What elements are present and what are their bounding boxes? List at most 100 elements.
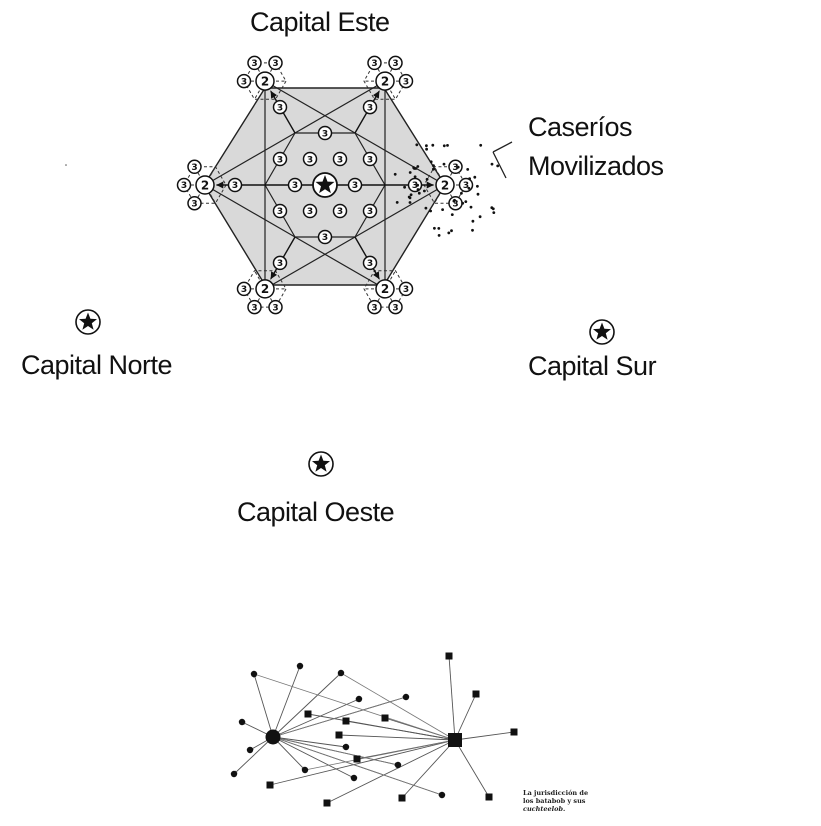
level2-node: 2 [375, 279, 395, 299]
network-square-node [510, 728, 518, 736]
level3-node: 3 [458, 177, 474, 193]
svg-text:3: 3 [241, 285, 247, 295]
network-square-node [342, 717, 350, 725]
network-circle-node [337, 669, 345, 677]
hamlet-dot [433, 226, 436, 230]
hamlet-dot [416, 188, 420, 191]
hamlet-dot [447, 231, 451, 235]
level2-node: 2 [195, 175, 215, 195]
svg-text:3: 3 [352, 181, 358, 191]
hamlet-dot [466, 168, 470, 171]
level3-node: 3 [367, 55, 382, 71]
level3-node: 3 [332, 203, 348, 219]
hamlet-dot [450, 213, 454, 217]
lattice-line [294, 236, 386, 290]
network-circle-node [394, 761, 402, 769]
lattice-line [384, 80, 396, 100]
lattice-line [254, 80, 266, 100]
level3-node: 3 [187, 195, 202, 211]
network-edge [272, 736, 306, 771]
hamlet-dot [408, 196, 412, 200]
network-edge [272, 672, 342, 738]
svg-text:3: 3 [272, 59, 278, 69]
hamlet-dot [471, 219, 475, 223]
hamlet-dot [473, 175, 477, 179]
level3-node: 3 [287, 177, 303, 193]
network-square-node [398, 794, 406, 802]
network-square-node [323, 799, 331, 807]
label-caserios: Caseríos [528, 112, 633, 142]
lattice-line [204, 184, 216, 204]
hamlet-dot [476, 184, 479, 188]
hamlet-dot [492, 211, 496, 215]
svg-text:3: 3 [191, 199, 197, 209]
capital-sur-star-icon [589, 319, 615, 345]
jurisdiction-network-diagram [230, 652, 518, 807]
hamlet-dot [425, 177, 429, 181]
svg-text:3: 3 [452, 163, 458, 173]
level2-node: 2 [255, 279, 275, 299]
svg-text:3: 3 [241, 77, 247, 87]
svg-text:3: 3 [367, 259, 373, 269]
hamlet-dot [471, 228, 474, 232]
level3-node: 3 [362, 99, 378, 115]
hamlet-dot [467, 186, 471, 190]
svg-text:3: 3 [392, 59, 398, 69]
network-square-node [472, 690, 480, 698]
lattice-line [354, 132, 446, 186]
level3-node: 3 [448, 159, 463, 175]
lattice-line [384, 270, 396, 290]
level3-node: 3 [302, 151, 318, 167]
level3-node: 3 [187, 159, 202, 175]
capital-norte-star-icon [75, 309, 101, 335]
network-edge [272, 698, 360, 738]
network-cross-edge [253, 673, 456, 741]
level3-node: 3 [247, 299, 262, 315]
svg-text:2: 2 [261, 74, 269, 88]
svg-text:3: 3 [181, 181, 187, 191]
svg-text:3: 3 [277, 207, 283, 217]
level3-node: 3 [317, 125, 333, 141]
svg-text:3: 3 [232, 181, 238, 191]
level3-node: 3 [317, 229, 333, 245]
hamlet-dot [469, 205, 473, 209]
hamlet-dot [395, 201, 399, 204]
lattice-line [434, 184, 446, 204]
svg-text:3: 3 [272, 303, 278, 313]
network-circle-node [438, 791, 446, 799]
network-edges [233, 655, 515, 804]
svg-text:3: 3 [403, 285, 409, 295]
svg-text:3: 3 [452, 199, 458, 209]
svg-text:3: 3 [292, 181, 298, 191]
level3-node: 3 [227, 177, 243, 193]
hamlet-dot [432, 164, 435, 168]
hamlet-dot [446, 144, 449, 147]
network-square-node [335, 731, 343, 739]
batab-hub-right [448, 733, 462, 747]
network-cross-edge [272, 736, 399, 766]
hamlet-dot [456, 165, 460, 169]
svg-text:3: 3 [322, 233, 328, 243]
lattice-line [264, 80, 356, 134]
level3-node: 3 [362, 255, 378, 271]
level3-node: 3 [448, 195, 463, 211]
speck [65, 164, 67, 166]
network-edge [272, 736, 347, 749]
network-edge [447, 655, 456, 741]
hamlet-dot [437, 227, 441, 230]
hamlet-dot [437, 234, 441, 237]
svg-text:3: 3 [412, 181, 418, 191]
network-circle-node [296, 662, 304, 670]
level3-node: 3 [407, 177, 423, 193]
hamlet-dot [461, 201, 465, 205]
hamlet-dot [464, 200, 468, 204]
hamlet-dot [442, 144, 446, 148]
hamlet-dot [413, 175, 417, 179]
svg-text:2: 2 [201, 178, 209, 192]
svg-text:3: 3 [322, 129, 328, 139]
hamlet-dot [409, 193, 413, 197]
level2-node: 2 [375, 71, 395, 91]
network-circle-node [342, 743, 350, 751]
hamlet-dot [393, 172, 397, 176]
svg-text:3: 3 [367, 207, 373, 217]
